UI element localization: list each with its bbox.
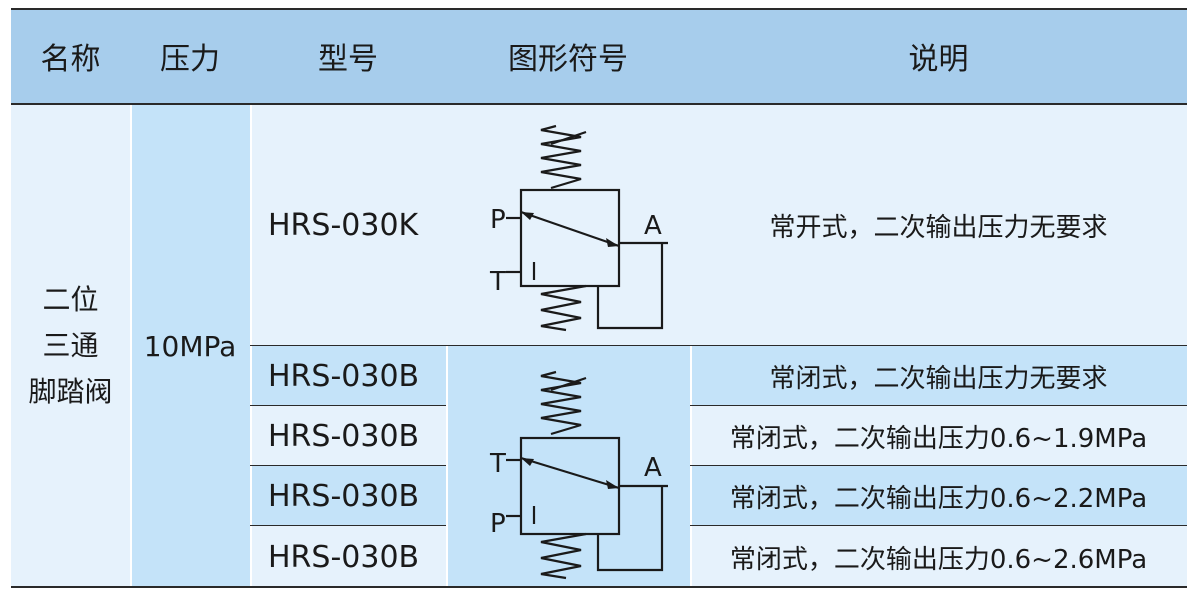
product-name: 二位 三通 脚踏阀 bbox=[11, 104, 130, 588]
model-cell: HRS-030K bbox=[250, 104, 446, 346]
port-label-p: P bbox=[490, 205, 506, 235]
port-label-p: P bbox=[490, 509, 506, 539]
product-name-line: 三通 bbox=[42, 329, 99, 362]
header-pressure: 压力 bbox=[130, 8, 250, 104]
model-cell: HRS-030B bbox=[250, 406, 446, 466]
table-bottom-border bbox=[11, 586, 1187, 588]
table-top-border bbox=[11, 8, 1187, 10]
model-cell: HRS-030B bbox=[250, 346, 446, 406]
row-divider bbox=[250, 525, 446, 526]
top-spring bbox=[540, 124, 582, 190]
description-cell: 常闭式，二次输出压力0.6~2.6MPa bbox=[690, 526, 1187, 588]
valve-body bbox=[519, 436, 621, 536]
bottom-spring bbox=[540, 532, 587, 580]
row-divider bbox=[690, 465, 1187, 466]
row-divider bbox=[250, 345, 1187, 346]
port-label-t: T bbox=[489, 267, 506, 297]
model-cell: HRS-030B bbox=[250, 526, 446, 588]
bottom-spring bbox=[540, 284, 587, 332]
top-spring bbox=[540, 370, 582, 436]
description-cell: 常开式，二次输出压力无要求 bbox=[690, 104, 1187, 346]
valve-body bbox=[519, 188, 621, 288]
column-gap bbox=[690, 346, 692, 588]
description-cell: 常闭式，二次输出压力0.6~2.2MPa bbox=[690, 466, 1187, 526]
header-name: 名称 bbox=[11, 8, 130, 104]
column-gap bbox=[130, 104, 132, 588]
port-label-t: T bbox=[489, 449, 506, 479]
row-divider bbox=[250, 405, 446, 406]
header-description: 说明 bbox=[690, 8, 1187, 104]
column-gap bbox=[250, 104, 252, 588]
port-label-a: A bbox=[644, 453, 662, 483]
model-cell: HRS-030B bbox=[250, 466, 446, 526]
product-name-line: 脚踏阀 bbox=[28, 375, 113, 408]
row-divider bbox=[690, 405, 1187, 406]
row-divider bbox=[250, 465, 446, 466]
description-cell: 常闭式，二次输出压力0.6~1.9MPa bbox=[690, 406, 1187, 466]
valve-symbol-closed: T P A bbox=[489, 370, 668, 580]
row-divider bbox=[690, 525, 1187, 526]
valve-symbol-open: P T A bbox=[489, 124, 668, 332]
header-bottom-border bbox=[11, 103, 1187, 105]
header-model: 型号 bbox=[250, 8, 446, 104]
product-pressure: 10MPa bbox=[130, 104, 250, 588]
description-cell: 常闭式，二次输出压力无要求 bbox=[690, 346, 1187, 406]
header-symbol: 图形符号 bbox=[446, 8, 690, 104]
column-gap bbox=[446, 346, 448, 588]
port-label-a: A bbox=[644, 211, 662, 241]
valve-table: 名称 压力 型号 图形符号 说明 二位 三通 脚踏阀 10MPa HRS-030… bbox=[11, 8, 1187, 588]
product-name-line: 二位 bbox=[42, 283, 99, 316]
